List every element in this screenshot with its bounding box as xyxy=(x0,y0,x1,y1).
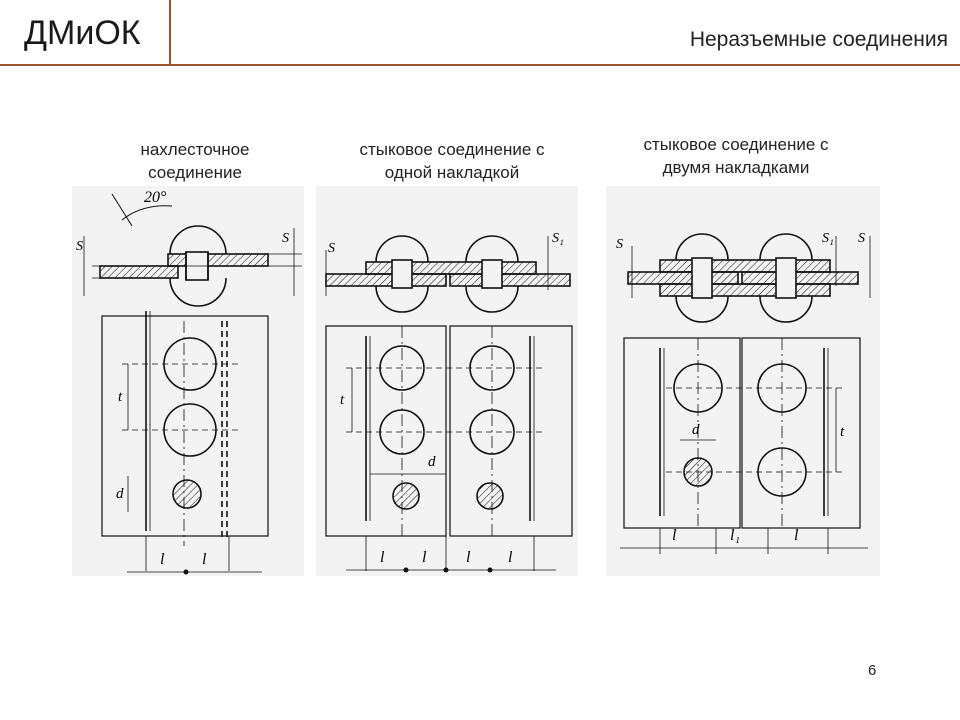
label-d: d xyxy=(116,486,124,502)
caption-lap-joint-line2: соединение xyxy=(148,163,242,182)
caption-butt-joint-double: стыковое соединение с двумя накладками xyxy=(606,133,866,179)
caption-lap-joint-line1: нахлесточное xyxy=(140,140,250,159)
label-s-right: S xyxy=(282,231,289,246)
lap-joint-drawing: 20° S S t d l l xyxy=(72,186,304,576)
caption-butt-joint-single-line2: одной накладкой xyxy=(384,163,520,182)
label-s-left: S xyxy=(616,237,623,252)
label-l-3: l xyxy=(466,549,471,566)
label-l-2: l xyxy=(422,549,427,566)
caption-butt-joint-double-line2: двумя накладками xyxy=(662,158,810,177)
page-number: 6 xyxy=(868,662,877,679)
caption-butt-joint-single: стыковое соединение с одной накладкой xyxy=(322,138,582,184)
label-s1: S₁ xyxy=(822,231,834,246)
header-logo: ДМиОК xyxy=(24,14,141,52)
label-t: t xyxy=(840,424,845,440)
label-d: d xyxy=(692,422,700,438)
label-t: t xyxy=(118,389,123,405)
caption-lap-joint: нахлесточное соединение xyxy=(90,138,300,184)
caption-butt-joint-double-line1: стыковое соединение с xyxy=(643,135,829,154)
slide-title: Неразъемные соединения xyxy=(689,28,948,51)
label-l-right: l xyxy=(794,527,799,544)
label-l-left: l xyxy=(672,527,677,544)
header-divider-horizontal xyxy=(0,64,960,66)
label-l-1: l xyxy=(380,549,385,566)
label-t: t xyxy=(340,392,345,408)
label-s: S xyxy=(328,241,335,256)
label-l1: l₁ xyxy=(730,527,740,544)
header-divider-vertical xyxy=(169,0,171,66)
label-s-left: S xyxy=(76,239,83,254)
label-l-right: l xyxy=(202,551,207,568)
label-s1: S₁ xyxy=(552,231,564,246)
label-d: d xyxy=(428,454,436,470)
label-s-right: S xyxy=(858,231,865,246)
label-l-left: l xyxy=(160,551,165,568)
caption-butt-joint-single-line1: стыковое соединение с xyxy=(359,140,545,159)
butt-joint-single-drawing: S S₁ t d l l l l xyxy=(316,186,578,576)
label-l-4: l xyxy=(508,549,513,566)
butt-joint-double-drawing: S S₁ S t d l l₁ l xyxy=(606,186,880,576)
label-angle: 20° xyxy=(144,189,167,206)
